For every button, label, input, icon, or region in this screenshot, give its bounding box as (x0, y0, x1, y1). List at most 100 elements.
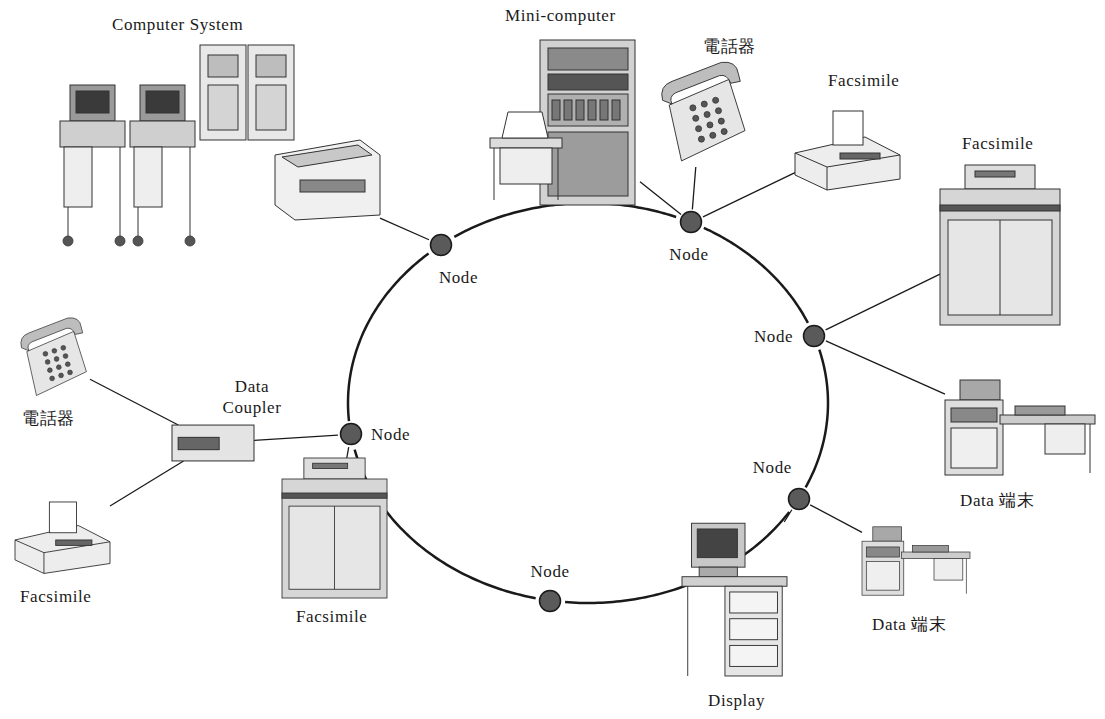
phone-key (698, 136, 704, 142)
phone-key (701, 101, 707, 107)
connection-line (254, 435, 338, 440)
node-dot (430, 234, 451, 255)
terminal-printer (960, 380, 1000, 400)
ring-segment (454, 203, 676, 237)
console-cabinet (64, 147, 92, 207)
equipment-illustration (862, 520, 970, 602)
phone-key (52, 348, 57, 353)
fax-stripe (940, 205, 1060, 211)
equipment-illustration (795, 105, 900, 190)
fax-paper (49, 502, 76, 533)
node-circle (802, 324, 826, 348)
fax-top-unit (965, 165, 1035, 189)
terminal-panel (866, 561, 899, 590)
ring-segment (704, 228, 808, 323)
console-screen (146, 91, 179, 113)
node-label: Node (753, 457, 792, 478)
fax-edge (795, 153, 900, 167)
phone-key (704, 111, 710, 117)
cabinet-panel (256, 55, 286, 77)
phone-body (27, 331, 87, 395)
rack-switch (612, 100, 620, 120)
fax-top-unit (304, 458, 365, 479)
node-circle (429, 233, 453, 257)
desk-leg (966, 558, 967, 593)
connection-line (703, 173, 795, 217)
phone-handset (662, 62, 741, 104)
node-circle (339, 422, 363, 446)
fax-paper (833, 111, 863, 145)
equipment-label: Data 端末 (872, 614, 947, 635)
fax-door-split (334, 506, 335, 589)
coupler-panel (178, 437, 219, 449)
node-dot (788, 488, 809, 509)
console-leg (138, 207, 139, 237)
display-cabinet (725, 586, 782, 676)
rack-switch (552, 100, 560, 120)
facsimile: Facsimile (282, 458, 387, 598)
node-dot (681, 212, 702, 233)
phone-body (669, 79, 745, 160)
equipment-illustration (945, 380, 1095, 475)
equipment-illustration (172, 425, 254, 461)
network-node: Node (787, 487, 811, 511)
console-desk (490, 138, 562, 148)
equipment-illustration (682, 522, 787, 682)
console-leg (120, 147, 121, 237)
network-node: Node (802, 324, 826, 348)
equipment-label: Data Coupler (212, 376, 292, 419)
equipment-label: Display (708, 690, 765, 711)
caster (185, 236, 195, 246)
phone-handset (21, 318, 83, 351)
equipment-label: Facsimile (296, 606, 368, 627)
terminal-cabinet (945, 400, 1003, 475)
terminal-desk (902, 552, 970, 558)
fax-slot (975, 171, 1015, 177)
desk-leg (494, 148, 495, 200)
equipment-label: Computer System (112, 14, 243, 35)
phone-key (56, 365, 61, 370)
caster (133, 236, 143, 246)
node-label: Node (530, 561, 569, 582)
connection-line (692, 167, 695, 210)
node-circle (787, 487, 811, 511)
display-terminal: Display (682, 522, 787, 682)
display-monitor (692, 523, 745, 567)
phone-key (45, 360, 50, 365)
cabinet (200, 45, 246, 140)
equipment-illustration (655, 62, 745, 167)
network-node: Node (679, 210, 703, 234)
node-dot (340, 424, 361, 445)
phone-key (710, 132, 716, 138)
phone-key (47, 368, 52, 373)
phone-key (61, 345, 66, 350)
console-monitor (70, 85, 115, 121)
rack-panel (548, 94, 628, 126)
phone-key (713, 97, 719, 103)
printer-body (500, 148, 552, 184)
terminal-drawer (1045, 424, 1085, 454)
fax-door (948, 220, 1052, 315)
fax-edge (43, 553, 44, 574)
rack-switch (588, 100, 596, 120)
telephone: 電話器 (12, 318, 90, 400)
equipment-label: Facsimile (962, 133, 1034, 154)
caster (115, 236, 125, 246)
fax-edge (827, 167, 828, 190)
connection-line (826, 341, 945, 394)
phone-key (696, 126, 702, 132)
facsimile: Facsimile (795, 105, 900, 190)
equipment-label: Facsimile (828, 70, 900, 91)
mini-computer: Mini-computer (490, 40, 640, 205)
terminal-drawer (934, 558, 963, 580)
network-node: Node (538, 589, 562, 613)
printer-unit (275, 140, 380, 220)
cabinet-panel (208, 55, 238, 77)
fax-cabinet (282, 479, 387, 598)
equipment-illustration (940, 165, 1060, 325)
console-screen (76, 91, 109, 113)
phone-key (693, 115, 699, 121)
display-drawer (730, 645, 778, 666)
phone-key (721, 129, 727, 135)
